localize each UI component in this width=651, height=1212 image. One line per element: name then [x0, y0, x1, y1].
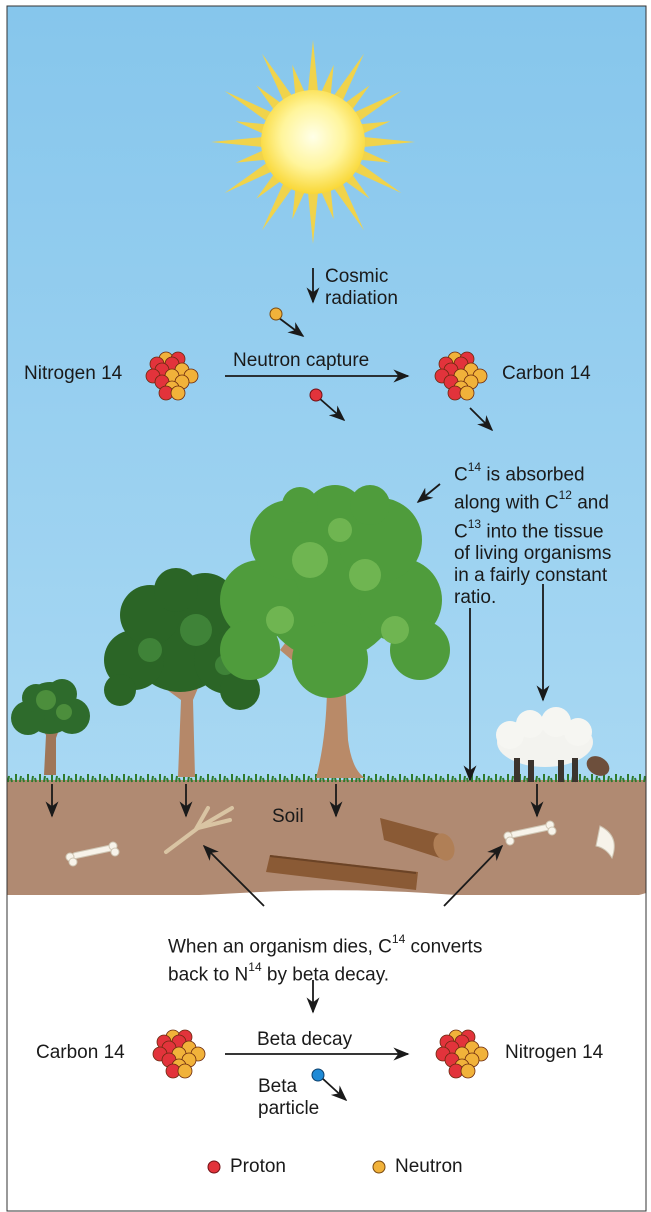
nitrogen14-bottom-label: Nitrogen 14 [505, 1042, 603, 1064]
radiation-line: radiation [325, 288, 398, 310]
neutron-capture-label: Neutron capture [233, 350, 369, 372]
legend-proton-label: Proton [230, 1156, 286, 1178]
cosmic-line: Cosmic [325, 266, 398, 288]
cosmic-radiation-label: Cosmic radiation [325, 266, 398, 310]
beta-particle-label: Beta particle [258, 1076, 319, 1120]
carbon14-bottom-label: Carbon 14 [36, 1042, 125, 1064]
absorption-text: C14 is absorbed along with C12 and C13 i… [454, 458, 611, 609]
absorption-line-2: along with C12 and [454, 486, 611, 514]
soil-label: Soil [272, 806, 304, 828]
dies-line-2: back to N14 by beta decay. [168, 958, 482, 986]
beta-decay-label: Beta decay [257, 1029, 352, 1051]
absorption-line-4: of living organisms [454, 543, 611, 565]
absorption-line-3: C13 into the tissue [454, 515, 611, 543]
legend-neutron-dot [373, 1161, 385, 1173]
incoming-neutron [270, 308, 282, 320]
emitted-proton [310, 389, 322, 401]
absorption-line-5: in a fairly constant [454, 565, 611, 587]
particle-line: particle [258, 1098, 319, 1120]
nitrogen14-top-label: Nitrogen 14 [24, 363, 122, 385]
legend-proton-dot [208, 1161, 220, 1173]
carbon14-top-label: Carbon 14 [502, 363, 591, 385]
dies-line-1: When an organism dies, C14 converts [168, 930, 482, 958]
absorption-line-1: C14 is absorbed [454, 458, 611, 486]
legend-neutron-label: Neutron [395, 1156, 463, 1178]
beta-line: Beta [258, 1076, 319, 1098]
organism-dies-text: When an organism dies, C14 converts back… [168, 930, 482, 987]
absorption-line-6: ratio. [454, 587, 611, 609]
